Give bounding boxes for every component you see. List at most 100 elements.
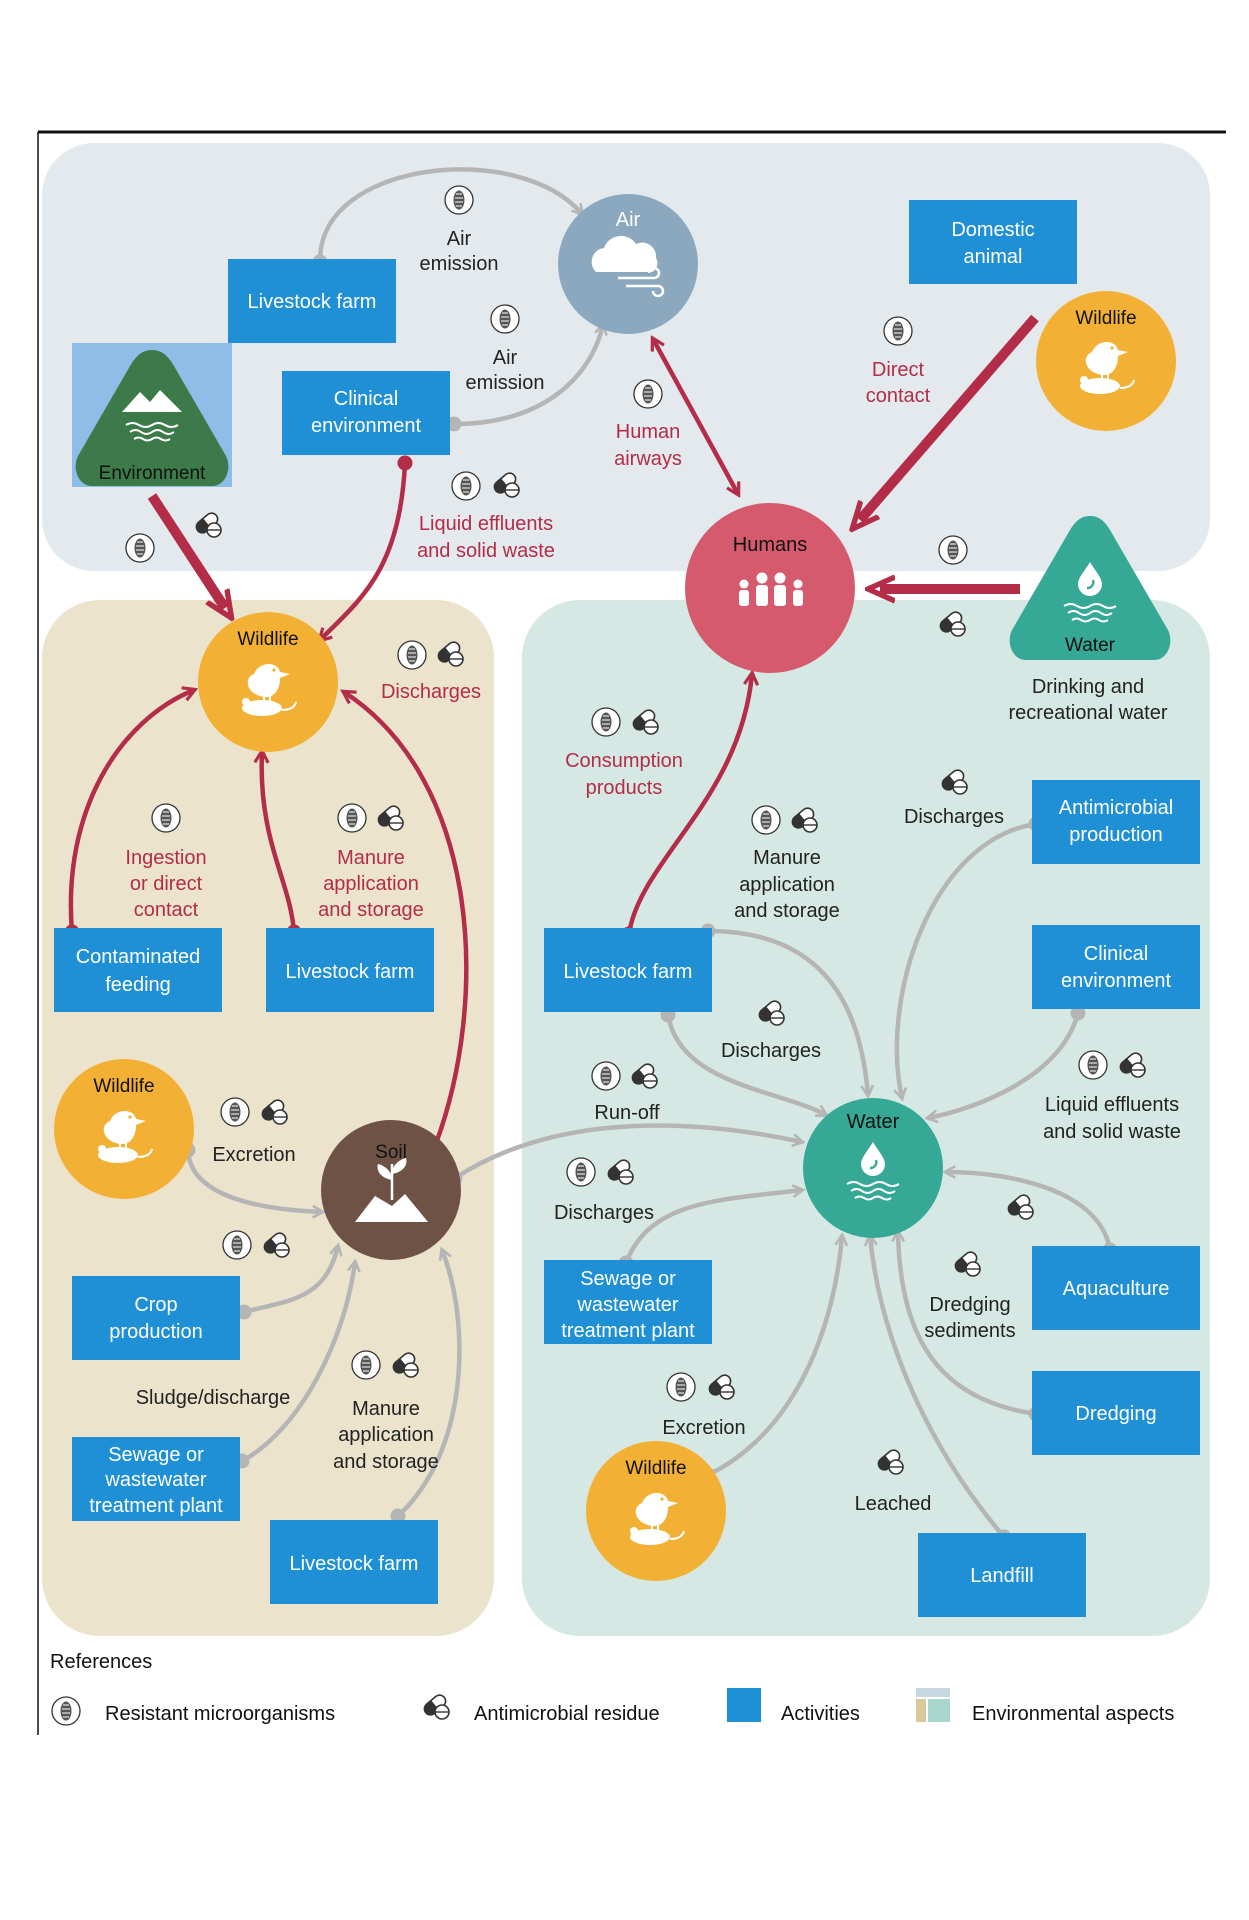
arrow-livestock-to-wildlife [262, 752, 297, 933]
activity-boxes: Livestock farm Clinical environment Dome… [54, 200, 1200, 1617]
box-domestic-animal-line2: animal [964, 246, 1023, 268]
arrow-domestic-to-humans [860, 314, 1039, 520]
box-feeding-line1: Contaminated [76, 946, 201, 968]
resistant-microorganism-icon [222, 1230, 252, 1260]
arrow-livestock-to-soil [396, 1250, 462, 1518]
label-human-airways-line1: Human [616, 421, 680, 443]
box-livestock-air-label: Livestock farm [248, 291, 377, 313]
arrow-clinical-to-water [928, 1012, 1081, 1118]
arrow-feeding-to-wildlife [68, 690, 194, 933]
arrow-landfill-to-water [870, 1236, 1006, 1539]
label-ingestion-line2: or direct [130, 873, 203, 895]
box-crop-line1: Crop [134, 1294, 177, 1316]
legend: References Resistant microorganisms Anti… [50, 1651, 1174, 1726]
legend-residue-label: Antimicrobial residue [474, 1703, 660, 1725]
label-air-emission-2-line1: Air [493, 347, 518, 369]
resistant-microorganism-icon [633, 379, 663, 409]
label-leached: Leached [855, 1493, 932, 1515]
resistant-microorganism-icon [125, 533, 155, 563]
legend-resistant-label: Resistant microorganisms [105, 1703, 335, 1725]
resistant-microorganism-icon [1078, 1050, 1108, 1080]
label-consumption-line1: Consumption [565, 750, 683, 772]
label-manure-soil-bottom-line3: and storage [333, 1451, 439, 1473]
resistant-microorganism-icon [451, 471, 481, 501]
box-contaminated-feeding [54, 928, 222, 1012]
label-manure-soil-top-line3: and storage [318, 899, 424, 921]
label-manure-soil-bottom-line1: Manure [352, 1398, 420, 1420]
resistant-microorganism-icon [591, 707, 621, 737]
label-human-airways-line2: airways [614, 448, 682, 470]
environment-label: Environment [99, 463, 206, 484]
resistant-microorganism-icon [444, 185, 474, 215]
legend-environmental-label: Environmental aspects [972, 1703, 1174, 1725]
box-clinical-water-line1: Clinical [1084, 943, 1148, 965]
arrow-aquaculture-to-water [946, 1172, 1113, 1251]
label-direct-contact-line2: contact [866, 385, 931, 407]
box-antimicrobial-line1: Antimicrobial [1059, 797, 1173, 819]
label-discharges-soil: Discharges [381, 681, 481, 703]
arrow-wildlife-to-water [707, 1236, 842, 1478]
box-domestic-animal [909, 200, 1077, 284]
label-consumption-line2: products [586, 777, 663, 799]
label-run-off: Run-off [594, 1102, 660, 1124]
arrow-livestock-discharge-to-water [665, 1014, 826, 1117]
label-manure-soil-top-line1: Manure [337, 847, 405, 869]
people-icon [739, 572, 803, 606]
box-feeding-line2: feeding [105, 974, 171, 996]
bold-red-arrows [147, 314, 1039, 608]
legend-activities-label: Activities [781, 1703, 860, 1725]
box-antimicrobial-production [1032, 780, 1200, 864]
resistant-microorganism-icon [397, 640, 427, 670]
label-liquid-water-line1: Liquid effluents [1045, 1094, 1179, 1116]
box-sewage-water-line1: Sewage or [580, 1268, 676, 1290]
resistant-microorganism-icon [220, 1097, 250, 1127]
box-sewage-soil [72, 1437, 240, 1521]
box-domestic-animal-line1: Domestic [951, 219, 1034, 241]
resistant-microorganism-icon [337, 803, 367, 833]
wildlife-top-right-label: Wildlife [1075, 308, 1136, 329]
box-dredging-label: Dredging [1075, 1403, 1156, 1425]
box-livestock-air [228, 259, 396, 343]
humans-hub [685, 503, 855, 673]
resistant-microorganism-icon [883, 316, 913, 346]
label-liquid-air-line2: and solid waste [417, 540, 555, 562]
label-manure-soil-top-line2: application [323, 873, 419, 895]
label-excretion-water: Excretion [662, 1417, 745, 1439]
plant-icon [355, 1158, 428, 1222]
box-livestock-water [544, 928, 712, 1012]
soil-label: Soil [375, 1142, 407, 1163]
label-dredging-sediments-line1: Dredging [929, 1294, 1010, 1316]
box-sewage-water [544, 1260, 712, 1344]
box-clinical-air-line1: Clinical [334, 388, 398, 410]
wildlife-soil-left-label: Wildlife [93, 1076, 154, 1097]
box-landfill-label: Landfill [970, 1565, 1033, 1587]
arrow-clinical-to-air [453, 325, 603, 427]
box-sewage-water-line3: treatment plant [561, 1320, 695, 1342]
water-hub-label: Water [847, 1111, 900, 1133]
legend-title: References [50, 1651, 152, 1673]
resistant-microorganism-icon [566, 1157, 596, 1187]
arrow-wildlife-to-soil [185, 1149, 322, 1212]
label-sludge-discharge: Sludge/discharge [136, 1387, 291, 1409]
box-aquaculture [1032, 1246, 1200, 1330]
box-landfill [918, 1533, 1086, 1617]
legend-environmental-swatch [916, 1688, 950, 1722]
box-dredging [1032, 1371, 1200, 1455]
box-antimicrobial-line2: production [1069, 824, 1162, 846]
label-air-emission-1-line1: Air [447, 228, 472, 250]
label-drinking-line2: recreational water [1009, 702, 1168, 724]
label-discharges-water-2: Discharges [721, 1040, 821, 1062]
water-triangle-label: Water [1065, 635, 1116, 656]
legend-residue-icon [421, 1691, 450, 1720]
label-liquid-water-line2: and solid waste [1043, 1121, 1181, 1143]
wildlife-hub-soil-top: Wildlife [198, 612, 338, 752]
box-livestock-soil-mid-label: Livestock farm [286, 961, 415, 983]
resistant-microorganism-icon [490, 304, 520, 334]
resistant-microorganism-icon [666, 1372, 696, 1402]
arrow-clinical-to-wildlife [320, 462, 408, 640]
environment-triangle [75, 350, 229, 486]
box-clinical-water-line2: environment [1061, 970, 1172, 992]
label-drinking-line1: Drinking and [1032, 676, 1144, 698]
cloud-icon [591, 235, 665, 298]
